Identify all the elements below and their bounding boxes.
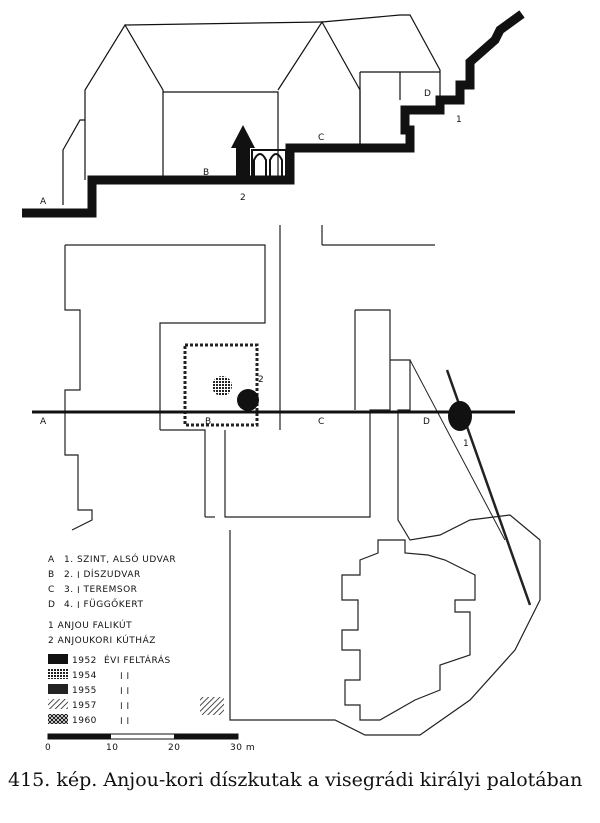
legend-year-1960-suffix: ׀ ׀ [120,716,130,726]
cross-section: A B C D 2 1 [22,10,525,218]
legend-level-a: A [48,555,55,565]
section-label-b: B [203,168,209,178]
legend-level-d: D [48,600,55,610]
legend-swatch-1952 [48,654,68,664]
legend-year-1957: 1957 [72,701,97,711]
legend-level-d-text: 4. ׀ FÜGGŐKERT [64,599,143,610]
scale-tick-10: 10 [106,743,118,753]
legend-year-1952-suffix: ÉVI FELTÁRÁS [104,654,171,666]
anjou-wall-fountain-mark [448,401,472,431]
section-label-1: 1 [456,115,462,125]
legend-swatch-1954 [48,669,68,679]
legend-year-1954: 1954 [72,671,97,681]
legend-level-c: C [48,585,55,595]
legend-year-1957-suffix: ׀ ׀ [120,701,130,711]
legend-level-a-text: 1. SZINT, ALSÓ UDVAR [64,553,176,565]
legend-swatch-1960 [48,714,68,724]
plan-label-c: C [318,417,324,427]
plan-label-a: A [40,417,47,427]
plan-label-1: 1 [463,439,469,449]
legend-swatch-1955 [48,684,68,694]
legend-level-b-text: 2. ׀ DÍSZUDVAR [64,568,141,580]
legend-item-1: 1 ANJOU FALIKÚT [48,619,132,631]
section-label-a: A [40,197,47,207]
section-label-d: D [424,89,431,99]
legend-year-1955: 1955 [72,686,97,696]
anjou-wellhouse-mark [212,376,232,396]
site-plan [64,225,541,736]
legend-level-c-text: 3. ׀ TEREMSOR [64,585,137,595]
legend-item-2: 2 ANJOUKORI KÚTHÁZ [48,634,156,646]
excavation-1957-patch [200,697,224,715]
section-label-2: 2 [240,193,246,203]
scale-tick-20: 20 [168,743,180,753]
wellhouse-section-icon [231,125,287,181]
scale-tick-0: 0 [45,743,51,753]
legend-level-b: B [48,570,55,580]
section-label-c: C [318,133,324,143]
plan-label-2: 2 [258,375,264,385]
legend-year-1955-suffix: ׀ ׀ [120,686,130,696]
scale-bar: 0 10 20 30 m [45,733,255,753]
legend-year-1952: 1952 [72,656,97,666]
scale-tick-30: 30 m [230,743,255,753]
legend-swatch-1957 [48,699,68,709]
legend: A 1. SZINT, ALSÓ UDVAR B 2. ׀ DÍSZUDVAR … [48,553,176,726]
plan-label-d: D [423,417,430,427]
palace-drawing: A B C D 2 1 A B C D 2 [22,10,541,753]
terrain-profile [22,10,525,218]
figure-caption: 415. kép. Anjou-kori díszkutak a visegrá… [8,769,583,791]
legend-year-1954-suffix: ׀ ׀ [120,671,130,681]
plan-label-b: B [205,417,211,427]
wellhouse-2-mark [237,389,259,411]
legend-year-1960: 1960 [72,716,97,726]
